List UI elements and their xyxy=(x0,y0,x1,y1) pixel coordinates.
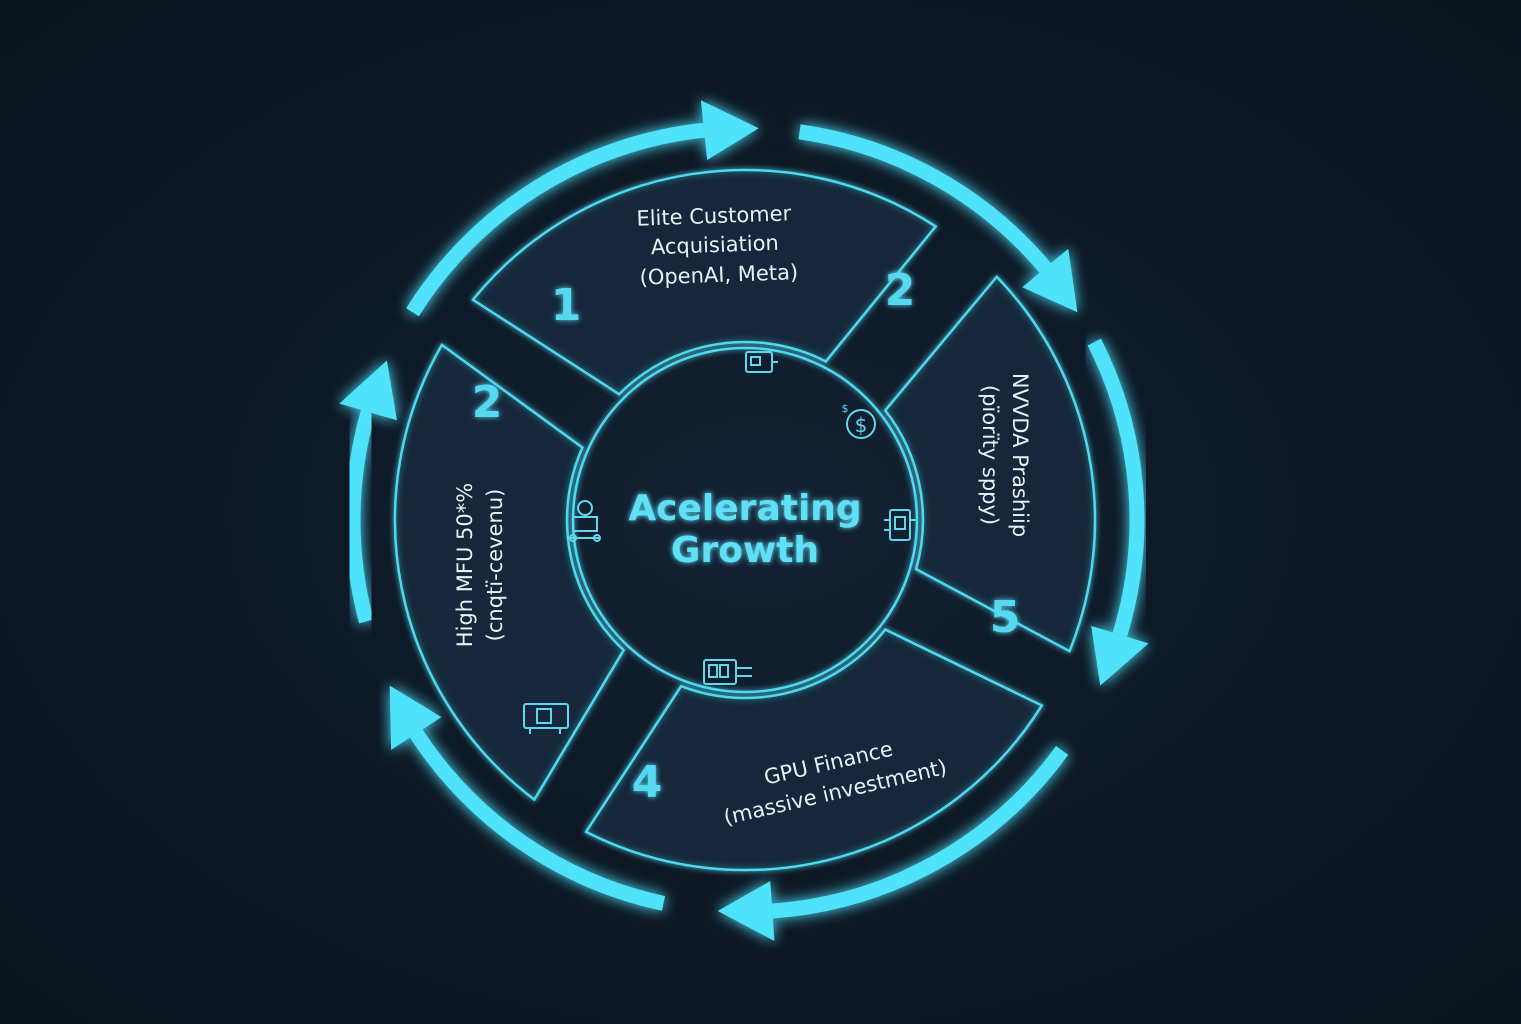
cycle-arrows xyxy=(339,100,1149,941)
segment-panel-bottom xyxy=(584,628,1044,872)
arrowhead-icon xyxy=(1022,248,1078,313)
svg-text:$: $ xyxy=(855,413,868,437)
segment-label-line: (pïorïty sppy) xyxy=(978,385,1002,525)
segment-high-mfu: High MFU 50*% (cnqtï-cevenu) xyxy=(453,483,507,647)
arrowhead-icon xyxy=(1091,625,1149,686)
segment-customer-acquisition: Elite Customer Acquisiation (OpenAI, Met… xyxy=(636,201,798,290)
arrowhead-icon xyxy=(717,881,775,941)
cycle-arrow-arc xyxy=(409,729,666,911)
step-number: 1 xyxy=(551,280,582,331)
gpu-board-icon xyxy=(523,703,569,734)
arrowhead-icon xyxy=(389,685,442,750)
step-number: 4 xyxy=(632,757,663,808)
segment-panel-right xyxy=(883,274,1097,653)
chip-icon xyxy=(884,509,916,541)
segment-label-line: NVVDA Prashiip xyxy=(1008,373,1032,537)
cycle-arrow-arc xyxy=(771,746,1069,919)
segments xyxy=(393,168,1097,872)
segment-label-line: (OpenAI, Meta) xyxy=(639,260,798,290)
dollar-coin-icon: $$ xyxy=(842,402,876,439)
segment-panel-top xyxy=(471,168,938,396)
arrowhead-icon xyxy=(700,100,759,160)
svg-text:$: $ xyxy=(842,402,849,415)
center-title-line1: Acelerating xyxy=(628,488,861,529)
segment-panel-left xyxy=(393,343,626,802)
segment-label-line: (cnqtï-cevenu) xyxy=(483,489,507,642)
cycle-arrow-arc xyxy=(798,124,1052,273)
segment-label-line: High MFU 50*% xyxy=(453,483,477,647)
cycle-arrow-arc xyxy=(345,409,376,624)
center-title-line2: Growth xyxy=(671,530,819,571)
segment-label-line: Elite Customer xyxy=(636,201,792,230)
step-number: 2 xyxy=(885,265,916,316)
step-number: 5 xyxy=(990,592,1021,643)
network-node-icon xyxy=(569,500,601,542)
step-number: 2 xyxy=(472,377,503,428)
cycle-arrow-arc xyxy=(406,122,705,317)
cycle-arrow-arc xyxy=(1087,338,1145,637)
arrowhead-icon xyxy=(339,360,398,421)
server-card-icon xyxy=(703,659,752,685)
segment-nvidia-partnership: NVVDA Prashiip (pïorïty sppy) xyxy=(978,373,1032,537)
gpu-card-icon xyxy=(745,351,778,373)
segment-label-line: Acquisiation xyxy=(651,231,780,259)
